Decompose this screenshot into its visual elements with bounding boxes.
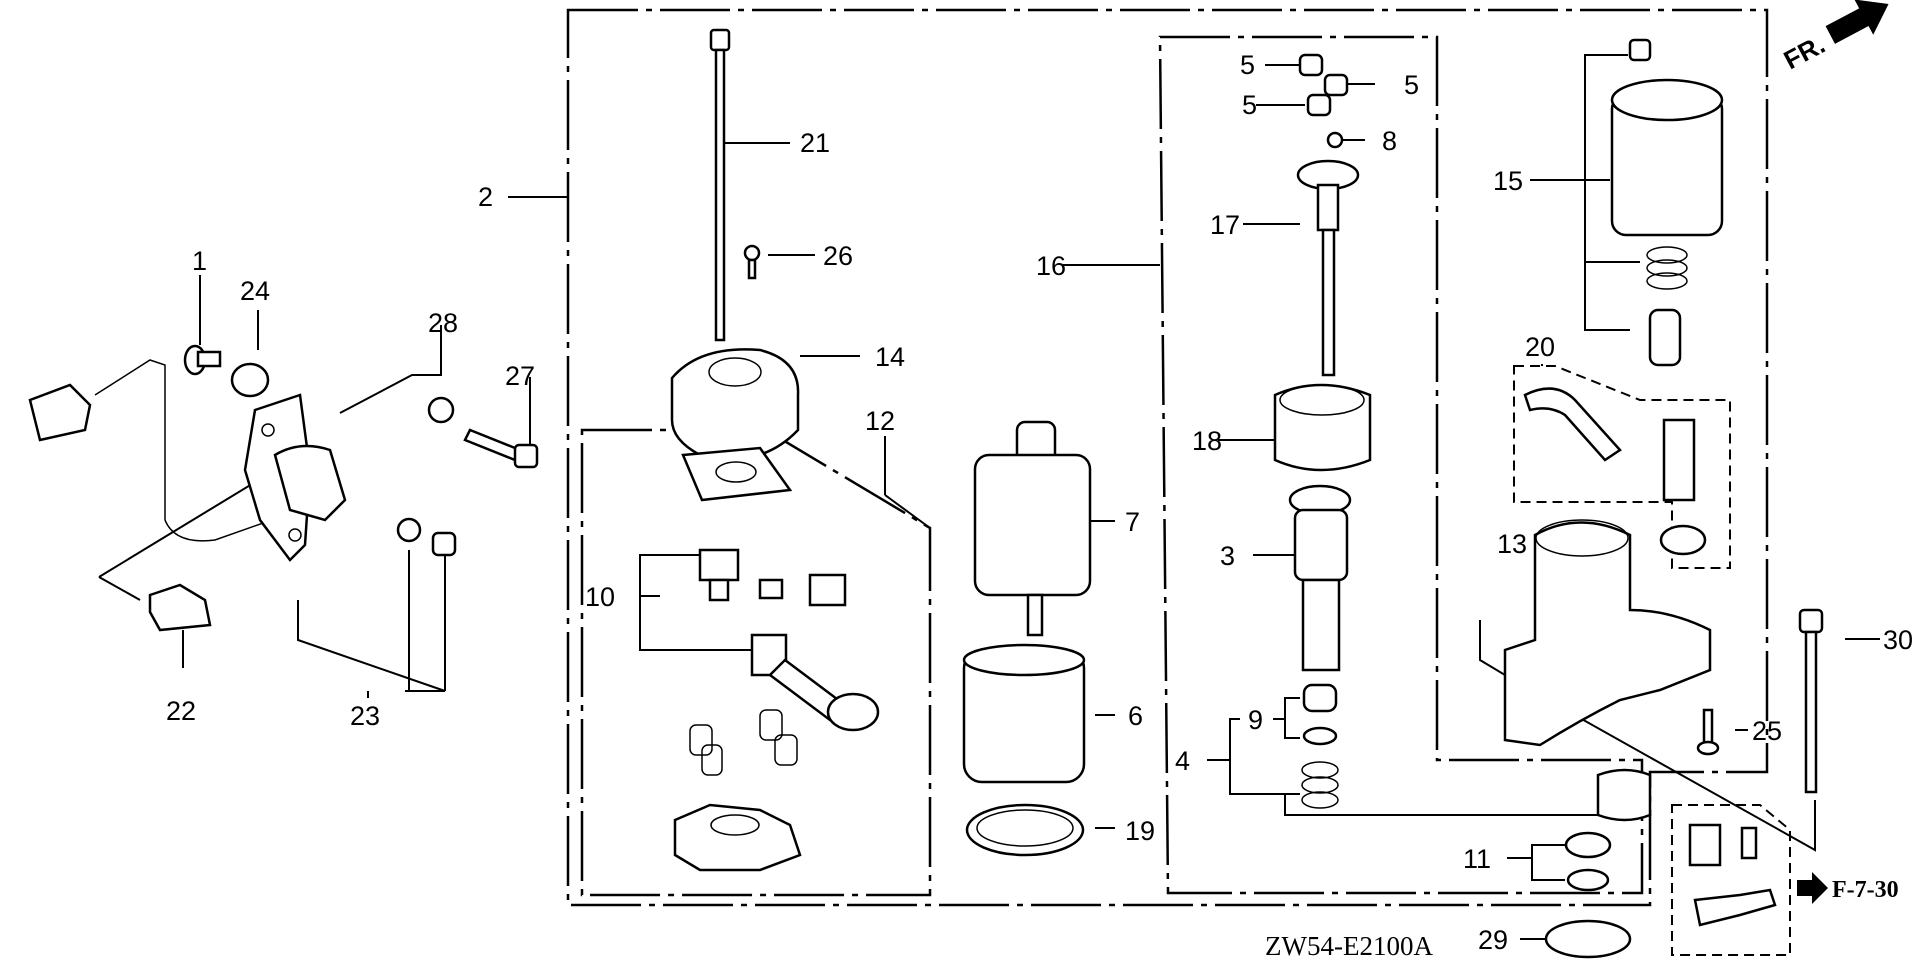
callout-16[interactable]: 16 bbox=[1036, 251, 1066, 281]
callout-14[interactable]: 14 bbox=[875, 342, 905, 372]
bolt-21-shaft bbox=[714, 48, 726, 342]
reference-box bbox=[1671, 804, 1791, 956]
callout-19[interactable]: 19 bbox=[1125, 816, 1155, 846]
callout-22[interactable]: 22 bbox=[166, 696, 196, 726]
diagram-code: ZW54-E2100A bbox=[1265, 931, 1433, 959]
callout-25[interactable]: 25 bbox=[1752, 716, 1782, 746]
callout-5a[interactable]: 5 bbox=[1240, 50, 1255, 80]
callout-8[interactable]: 8 bbox=[1382, 126, 1397, 156]
arrow-right-icon bbox=[1797, 872, 1828, 904]
callout-13[interactable]: 13 bbox=[1497, 529, 1527, 559]
callout-24[interactable]: 24 bbox=[240, 276, 270, 306]
leader-lines bbox=[98, 54, 1880, 940]
callout-15[interactable]: 15 bbox=[1493, 166, 1523, 196]
callout-20[interactable]: 20 bbox=[1525, 332, 1555, 362]
callout-5b[interactable]: 5 bbox=[1404, 70, 1419, 100]
callout-23[interactable]: 23 bbox=[350, 701, 380, 731]
callout-1[interactable]: 1 bbox=[192, 246, 207, 276]
assembly-box-16 bbox=[1158, 35, 1644, 895]
reference-label[interactable]: F-7-30 bbox=[1832, 877, 1899, 903]
callout-29[interactable]: 29 bbox=[1478, 925, 1508, 955]
callout-30[interactable]: 30 bbox=[1883, 625, 1913, 655]
callout-9[interactable]: 9 bbox=[1248, 705, 1263, 735]
fr-label: FR. bbox=[1779, 29, 1830, 75]
callout-3[interactable]: 3 bbox=[1220, 541, 1235, 571]
callout-18[interactable]: 18 bbox=[1192, 426, 1222, 456]
part-shapes bbox=[28, 28, 1824, 959]
callout-17[interactable]: 17 bbox=[1210, 210, 1240, 240]
callout-10[interactable]: 10 bbox=[585, 582, 615, 612]
callout-5c[interactable]: 5 bbox=[1242, 90, 1257, 120]
callout-27[interactable]: 27 bbox=[505, 361, 535, 391]
callout-6[interactable]: 6 bbox=[1128, 701, 1143, 731]
callout-21[interactable]: 21 bbox=[800, 128, 830, 158]
arrow-right-icon bbox=[1825, 0, 1889, 44]
callouts: 1 2 3 4 5 5 5 6 7 8 9 10 11 12 13 14 15 … bbox=[166, 50, 1913, 955]
front-direction-indicator: FR. bbox=[1779, 0, 1889, 75]
callout-26[interactable]: 26 bbox=[823, 241, 853, 271]
callout-4[interactable]: 4 bbox=[1175, 746, 1190, 776]
callout-12[interactable]: 12 bbox=[865, 406, 895, 436]
callout-7[interactable]: 7 bbox=[1125, 507, 1140, 537]
callout-11[interactable]: 11 bbox=[1463, 844, 1491, 874]
assembly-box-2 bbox=[566, 8, 1769, 907]
bolt-21-head bbox=[709, 28, 731, 52]
callout-2[interactable]: 2 bbox=[478, 182, 493, 212]
callout-28[interactable]: 28 bbox=[428, 308, 458, 338]
assembly-box-20 bbox=[1513, 365, 1731, 569]
